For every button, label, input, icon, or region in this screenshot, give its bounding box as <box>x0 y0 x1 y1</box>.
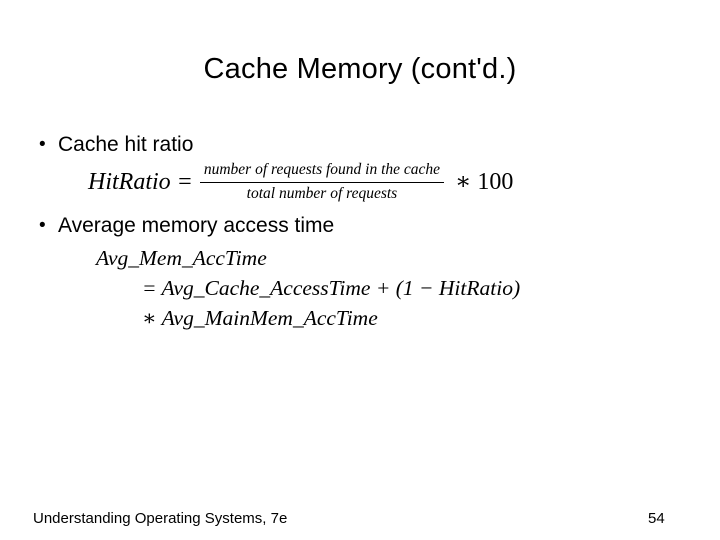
fraction-numerator: number of requests found in the cache <box>203 161 441 179</box>
bullet-point-icon: • <box>39 215 46 236</box>
bullet-label: Cache hit ratio <box>58 133 194 156</box>
equation-line-3: ∗ Avg_MainMem_AccTime <box>142 306 378 330</box>
bullet-label: Average memory access time <box>58 214 335 237</box>
bullet-item-cache-hit-ratio: • Cache hit ratio <box>30 131 690 159</box>
footer-source-text: Understanding Operating Systems, 7e <box>33 510 288 527</box>
equation-hit-ratio-rhs: ∗ 100 <box>455 169 514 195</box>
fraction-hit-ratio: number of requests found in the cache to… <box>199 161 445 203</box>
equation-line-2: = Avg_Cache_AccessTime + (1 − HitRatio) <box>142 276 521 300</box>
bullet-item-average-memory-access-time: • Average memory access time <box>30 212 690 240</box>
equation-hit-ratio: HitRatio = number of requests found in t… <box>88 160 513 204</box>
page-title: Cache Memory (cont'd.) <box>203 53 517 85</box>
fraction-bar <box>199 181 445 183</box>
page-number: 54 <box>648 510 665 527</box>
equation-average-memory-access-time: Avg_Mem_AccTime = Avg_Cache_AccessTime +… <box>96 243 520 333</box>
equation-line-1: Avg_Mem_AccTime <box>96 246 267 270</box>
bullet-point-icon: • <box>39 134 46 155</box>
equation-hit-ratio-lhs: HitRatio = <box>88 169 193 195</box>
fraction-denominator: total number of requests <box>246 184 398 202</box>
